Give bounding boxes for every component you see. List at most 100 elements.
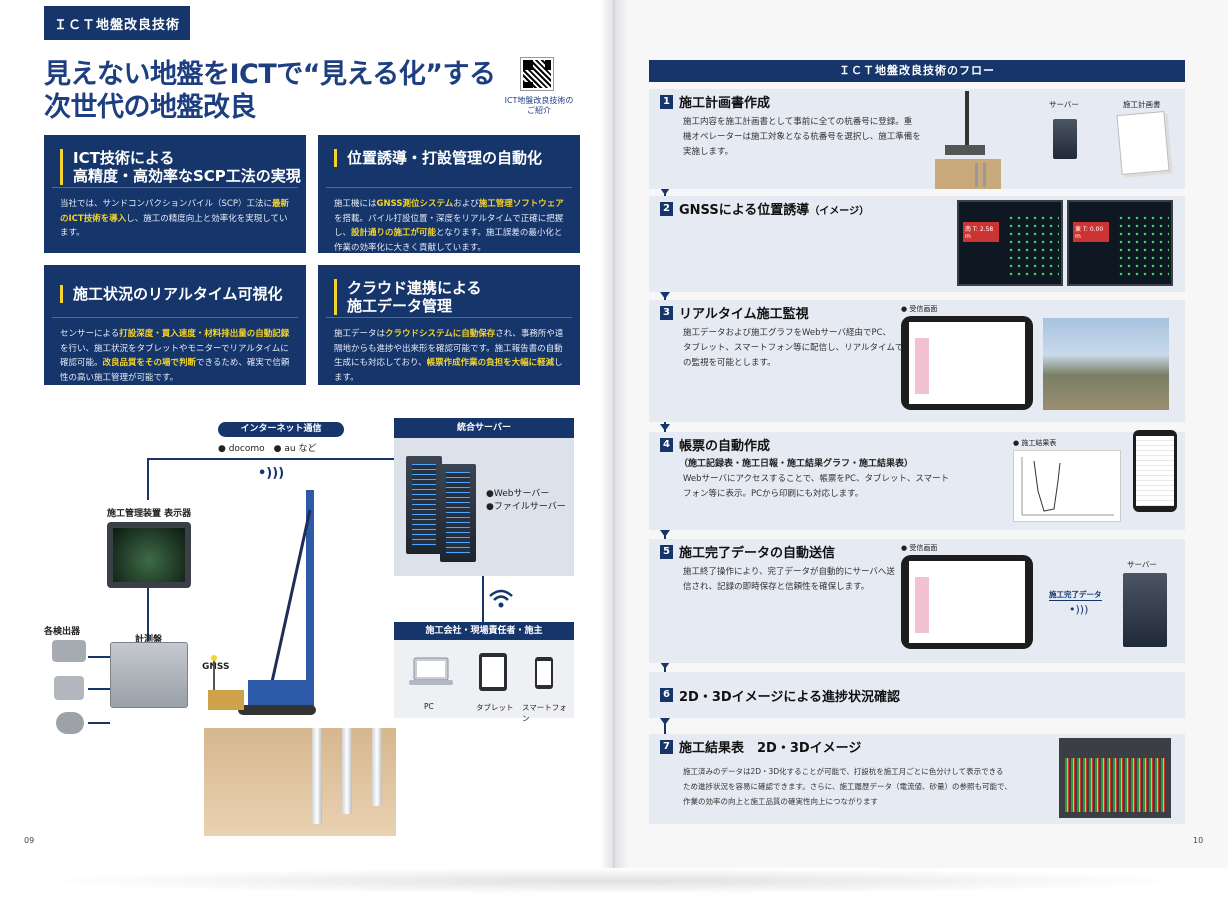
connector-line xyxy=(147,458,149,500)
page-number: 09 xyxy=(24,836,35,845)
screen-label: ● 受信画面 xyxy=(901,305,938,313)
highlight-text: 帳票作成作業の負担を大幅に軽減 xyxy=(426,358,555,368)
feature-title: 高精度・高効率なSCP工法の実現 xyxy=(73,167,301,185)
gnss-label: GNSS xyxy=(202,662,230,672)
headline-line-1: 見えない地盤をICTで“見える化”する xyxy=(44,59,496,90)
display-label: 施工管理装置 表示器 xyxy=(107,509,192,519)
book-shadow xyxy=(30,868,1198,894)
tablet-icon xyxy=(478,652,508,692)
flow-step-4: 4 帳票の自動作成 （施工記録表・施工日報・施工結果グラフ・施工結果表） Web… xyxy=(649,430,1185,530)
book-gutter xyxy=(600,0,628,868)
detector-icon xyxy=(54,676,84,700)
step-desc: 施工済みのデータは2D・3D化することが可能で、打設杭を施工月ごとに色分けして表… xyxy=(683,767,1012,806)
flow-step-1: 1 施工計画書作成 施工内容を施工計画書として事前に全ての杭番号に登録。重 機オ… xyxy=(649,89,1185,189)
body-text: します。 xyxy=(334,358,563,383)
flow-header: ＩＣＴ地盤改良技術のフロー xyxy=(649,60,1185,82)
body-text: 施工機には xyxy=(334,199,377,209)
step-subtitle: （施工記録表・施工日報・施工結果グラフ・施工結果表） xyxy=(679,459,914,469)
carriers-label: ● docomo ● au など xyxy=(218,444,317,454)
device-label: タブレット xyxy=(476,703,514,712)
signal-icon: •))) xyxy=(258,466,285,481)
body-text: 施工データは xyxy=(334,329,386,339)
highlight-text: 最新のICT xyxy=(60,199,289,224)
step-title: 施工完了データの自動送信 xyxy=(679,546,836,561)
server-rack-icon xyxy=(440,464,476,562)
step-title: 施工結果表 2D・3Dイメージ xyxy=(679,741,862,756)
ground-section xyxy=(204,728,396,836)
step-number: 4 xyxy=(660,438,673,452)
detector-icon xyxy=(52,640,86,662)
tablet-monitor xyxy=(901,555,1033,649)
qr-code-icon[interactable] xyxy=(520,57,554,91)
laptop-icon xyxy=(408,656,454,688)
step-number: 3 xyxy=(660,306,673,320)
highlight-text: 改良品質をその場で判断 xyxy=(102,358,197,368)
feature-body: センサーによる打設深度・貫入速度・材料排出量の自動記録を行い、施工状況をタブレッ… xyxy=(60,327,292,385)
flow-arrow-icon xyxy=(660,292,670,299)
body-text: となります。施工誤差の最小化と作業の効率化に大きく貢献しています。 xyxy=(334,228,563,253)
qr-caption: ICT地盤改良技術の ご紹介 xyxy=(504,96,574,115)
step-desc: 施工データおよび施工グラフをWebサーバ経由でPC、 タブレット、スマートフォン… xyxy=(683,328,904,368)
feature-title: 施工状況のリアルタイム可視化 xyxy=(73,285,283,303)
feature-body: 当社では、サンドコンパクションパイル（SCP）工法に最新のICT技術を導入し、施… xyxy=(60,197,292,241)
document-icon xyxy=(1116,111,1170,175)
server-icon xyxy=(1053,119,1077,159)
feature-box-cloud: クラウド連携による 施工データ管理 施工データはクラウドシステムに自動保存され、… xyxy=(318,265,580,385)
devices-header: 施工会社・現場責任者・施主 xyxy=(394,622,574,640)
flow-step-6: 6 2D・3Dイメージによる進捗状況確認 xyxy=(649,672,1185,718)
pile-icon xyxy=(342,728,352,814)
send-data-label: 施工完了データ xyxy=(1049,590,1102,601)
detectors-label: 各検出器 xyxy=(44,627,81,637)
highlight-text: 打設深度・貫入速度・材料排出量の自動記録 xyxy=(119,329,290,339)
step-number: 2 xyxy=(660,202,673,216)
pile-driver-illustration xyxy=(935,89,1001,189)
plan-label: 施工計画書 xyxy=(1123,100,1161,109)
connector-line xyxy=(88,656,110,658)
highlight-text: 設計通りの施工が可能 xyxy=(351,228,437,238)
server-label: サーバー xyxy=(1049,100,1079,109)
signal-icon: •))) xyxy=(1069,603,1089,616)
body-text: 当社では、サンドコンパクションパイル（SCP）工法に xyxy=(60,199,272,209)
feature-title: 施工データ管理 xyxy=(347,297,453,315)
body-text: し、施工の精度向上と効率化を実現しています。 xyxy=(60,213,288,239)
flow-step-5: 5 施工完了データの自動送信 施工終了操作により、完了データが自動的にサーバへ送… xyxy=(649,539,1185,663)
feature-title: ICT技術による xyxy=(73,149,175,167)
step-number: 1 xyxy=(660,95,673,109)
pile-icon xyxy=(312,728,322,824)
step-number: 6 xyxy=(660,688,673,702)
server-rack-icon xyxy=(406,456,442,554)
step-number: 5 xyxy=(660,545,673,559)
pile-icon xyxy=(372,728,382,806)
body-text: を搭載。パイル打設位置・深度をリアルタイムで正確に把握し、 xyxy=(334,213,564,239)
left-page: ＩＣＴ地盤改良技術 見えない地盤をICTで“見える化”する 次世代の地盤改良 I… xyxy=(0,0,612,868)
result-chart-image xyxy=(1013,450,1121,522)
feature-body: 施工機にはGNSS測位システムおよび施工管理ソフトウェアを搭載。パイル打設位置・… xyxy=(334,197,566,255)
result-table-label: ● 施工結果表 xyxy=(1013,439,1057,447)
highlight-text: GNSS測位システム xyxy=(376,199,454,209)
server-item: ●Webサーバー xyxy=(486,489,550,499)
feature-title: 位置誘導・打設管理の自動化 xyxy=(347,149,543,167)
gnss-screen: 東 T: 0.00 m xyxy=(1067,200,1173,286)
flow-arrow-icon xyxy=(660,424,670,431)
body-text: できるため、確実で信頼性の高い施工管理が可能です。 xyxy=(60,358,290,383)
body-text: および xyxy=(453,199,479,209)
smartphone-icon xyxy=(534,656,554,690)
step-desc: Webサーバにアクセスすることで、帳票をPC、タブレット、スマート フォン等に表… xyxy=(683,474,950,499)
feature-title: クラウド連携による xyxy=(347,279,482,297)
step-title: 2D・3Dイメージによる進捗状況確認 xyxy=(679,690,901,705)
internet-label: インターネット通信 xyxy=(218,422,344,437)
section-tag: ＩＣＴ地盤改良技術 xyxy=(44,6,190,40)
body-text: され、事務所や遠隔地からも進捗や出来形を確認可能です。施工報告書の自動生成にも対… xyxy=(334,329,564,368)
connector-line xyxy=(88,688,110,690)
feature-body: 施工データはクラウドシステムに自動保存され、事務所や遠隔地からも進捗や出来形を確… xyxy=(334,327,566,385)
display-monitor xyxy=(107,522,191,588)
step-title: リアルタイム施工監視 xyxy=(679,307,809,322)
connector-line xyxy=(147,588,149,640)
step-number: 7 xyxy=(660,740,673,754)
devices-panel: 施工会社・現場責任者・施主 PC タブレット スマートフォン xyxy=(394,622,574,723)
body-text: を行い、施工状況をタブレットやモニターでリアルタイムに確認可能。 xyxy=(60,343,289,369)
flow-arrow-icon xyxy=(660,530,670,537)
step-desc: 施工内容を施工計画書として事前に全ての杭番号に登録。重 機オペレーターは施工対象… xyxy=(683,117,921,157)
feature-box-gnss: 位置誘導・打設管理の自動化 施工機にはGNSS測位システムおよび施工管理ソフトウ… xyxy=(318,135,580,253)
device-label: スマートフォン xyxy=(522,703,567,723)
